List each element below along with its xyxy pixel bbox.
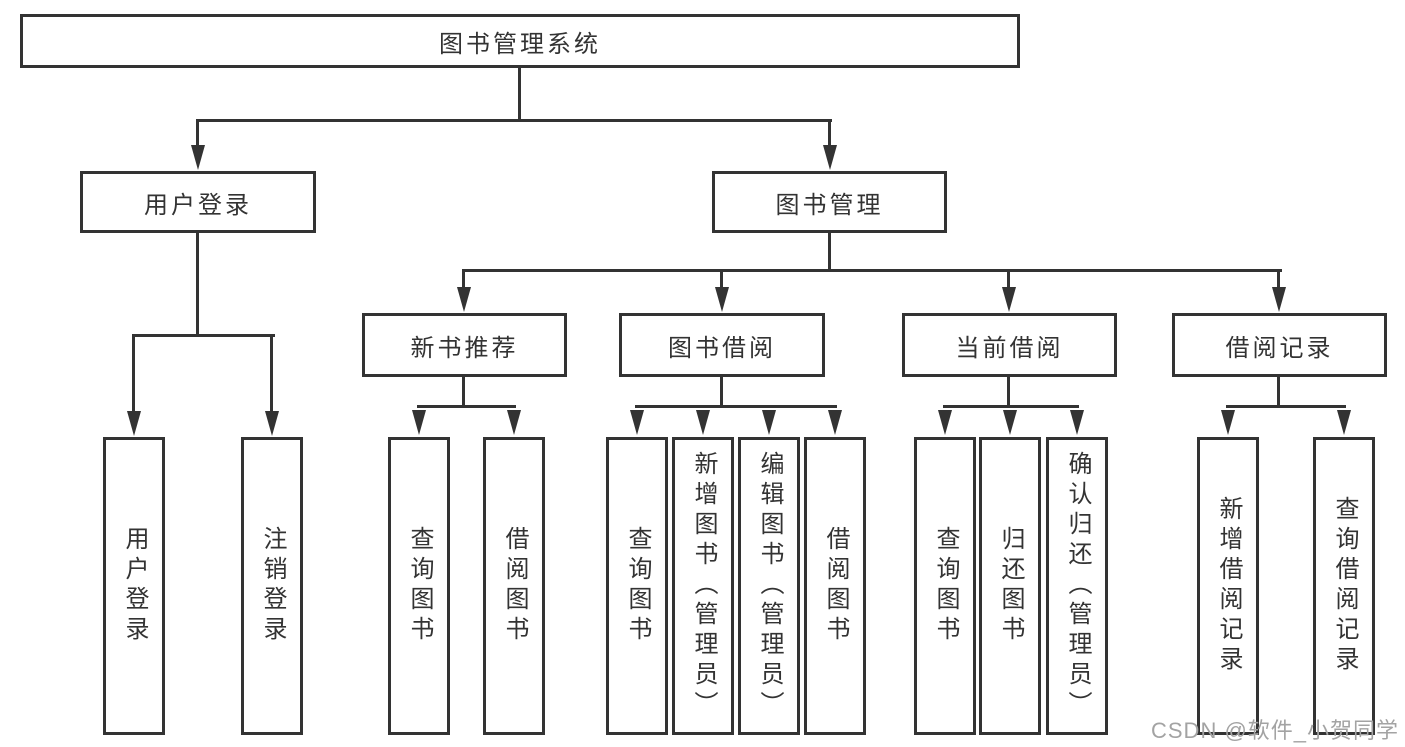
connector-vline [518,68,521,122]
node-label: 查询图书 [406,526,433,646]
node-leaf-query-books-borrowing: 查询图书 [606,437,668,735]
connector-hline [196,119,832,122]
node-label: 新增图书（管理员） [690,451,717,721]
connector-vline [132,337,135,411]
node-leaf-confirm-return-admin: 确认归还（管理员） [1046,437,1108,735]
connector-vline [270,337,273,411]
arrowhead-icon [191,145,205,170]
connector-hline [132,334,275,337]
arrowhead-icon [1002,287,1016,312]
arrowhead-icon [127,411,141,436]
node-label: 借阅记录 [1225,334,1334,362]
arrowhead-icon [412,410,426,435]
arrowhead-icon [265,411,279,436]
arrowhead-icon [507,410,521,435]
arrowhead-icon [457,287,471,312]
node-label: 新增借阅记录 [1215,496,1242,676]
node-leaf-add-borrow-record: 新增借阅记录 [1197,437,1259,735]
node-label: 查询借阅记录 [1331,496,1358,676]
node-leaf-borrow-books-recommend: 借阅图书 [483,437,545,735]
arrowhead-icon [1003,410,1017,435]
connector-vline [720,377,723,407]
connector-vline [1277,272,1280,288]
node-new-book-recommendation: 新书推荐 [362,313,567,377]
node-leaf-borrow-books: 借阅图书 [804,437,866,735]
connector-vline [1007,272,1010,288]
node-library-system: 图书管理系统 [20,14,1020,68]
connector-hline [943,405,1079,408]
node-leaf-query-books-recommend: 查询图书 [388,437,450,735]
connector-vline [196,233,199,337]
arrowhead-icon [1337,410,1351,435]
arrowhead-icon [715,287,729,312]
connector-vline [828,122,831,145]
node-label: 归还图书 [997,526,1024,646]
node-label: 查询图书 [932,526,959,646]
node-label: 图书管理系统 [439,30,601,58]
node-label: 借阅图书 [501,526,528,646]
node-label: 用户登录 [144,191,252,219]
arrowhead-icon [823,145,837,170]
node-user-login: 用户登录 [80,171,316,233]
arrowhead-icon [762,410,776,435]
node-borrowing-records: 借阅记录 [1172,313,1387,377]
arrowhead-icon [630,410,644,435]
node-book-borrowing: 图书借阅 [619,313,825,377]
connector-hline [462,269,1282,272]
node-label: 图书管理 [775,191,884,219]
node-label: 借阅图书 [822,526,849,646]
connector-hline [635,405,837,408]
connector-vline [1007,377,1010,407]
node-label: 当前借阅 [955,334,1064,362]
arrowhead-icon [696,410,710,435]
node-label: 新书推荐 [410,334,519,362]
connector-vline [828,233,831,272]
node-label: 注销登录 [259,526,286,646]
node-leaf-edit-books-admin: 编辑图书（管理员） [738,437,800,735]
node-leaf-add-books-admin: 新增图书（管理员） [672,437,734,735]
arrowhead-icon [1272,287,1286,312]
node-leaf-query-books-current: 查询图书 [914,437,976,735]
node-leaf-user-login: 用户登录 [103,437,165,735]
connector-hline [417,405,516,408]
node-label: 查询图书 [624,526,651,646]
node-book-management: 图书管理 [712,171,947,233]
connector-vline [1277,377,1280,407]
node-leaf-return-books: 归还图书 [979,437,1041,735]
node-label: 编辑图书（管理员） [756,451,783,721]
arrowhead-icon [828,410,842,435]
node-label: 确认归还（管理员） [1064,451,1091,721]
csdn-watermark: CSDN @软件_小贺同学 [1151,718,1400,743]
arrowhead-icon [1070,410,1084,435]
node-leaf-query-borrow-record: 查询借阅记录 [1313,437,1375,735]
connector-vline [462,272,465,288]
arrowhead-icon [1221,410,1235,435]
node-label: 图书借阅 [668,334,776,362]
connector-hline [1226,405,1346,408]
node-label: 用户登录 [121,526,148,646]
node-leaf-logout: 注销登录 [241,437,303,735]
node-current-borrowing: 当前借阅 [902,313,1117,377]
connector-vline [196,122,199,145]
arrowhead-icon [938,410,952,435]
connector-vline [462,377,465,407]
connector-vline [720,272,723,288]
